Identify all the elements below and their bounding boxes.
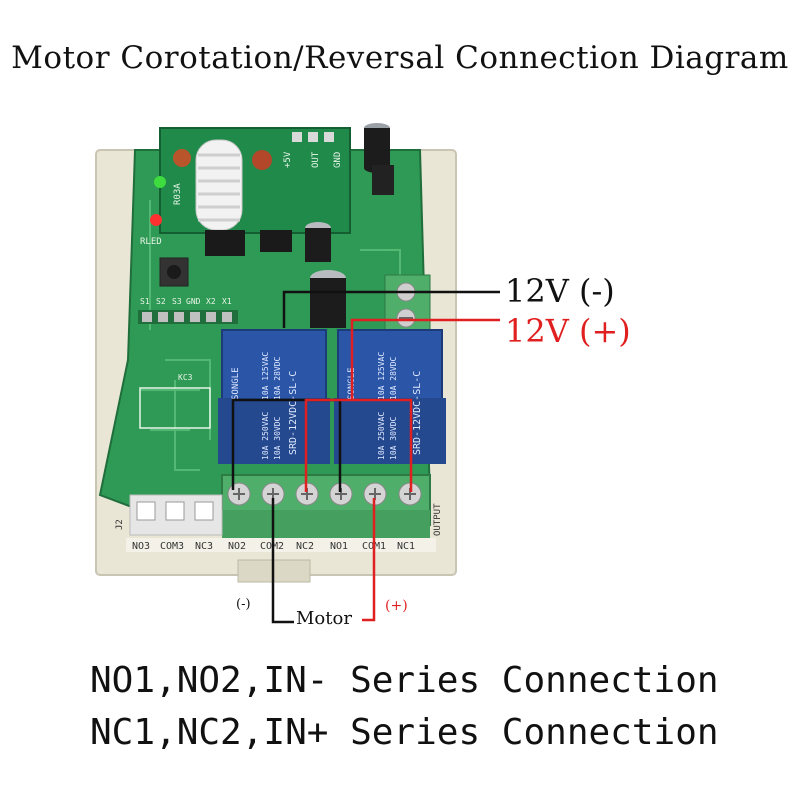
relay-2-rating3: 10A 250VAC	[261, 412, 270, 460]
antenna-coil	[195, 139, 243, 231]
relay-1-rating3: 10A 250VAC	[377, 412, 386, 460]
diagram-title: Motor Corotation/Reversal Connection Dia…	[11, 40, 789, 76]
header-pin-x2: X2	[206, 297, 216, 306]
ic-chip-2	[260, 230, 292, 252]
terminal-label-nc3: NC3	[195, 541, 213, 552]
motor-positive-label: (+)	[385, 598, 408, 614]
output-terminal-block	[221, 474, 431, 538]
motor-label: Motor	[296, 608, 352, 629]
wires-black	[231, 290, 500, 624]
terminal-label-nc1: NC1	[397, 541, 415, 552]
relay-1	[334, 329, 446, 464]
relay-2-rating1: 10A 125VAC	[261, 352, 270, 400]
terminal-label-com3: COM3	[160, 541, 184, 552]
relay-1-model: SRD-12VDC-SL-C	[412, 371, 423, 455]
kc3-label: KC3	[178, 373, 193, 382]
terminal-label-no3: NO3	[132, 541, 150, 552]
rf-chip	[252, 150, 272, 170]
module-pin-gnd: GND	[333, 152, 343, 168]
terminal-label-nc2: NC2	[296, 541, 314, 552]
led-green	[154, 176, 166, 188]
relay-1-rating4: 10A 30VDC	[389, 416, 398, 460]
footer-line-2: NC1,NC2,IN+ Series Connection	[90, 712, 719, 753]
relay-2-model: SRD-12VDC-SL-C	[288, 371, 299, 455]
module-name: R03A	[173, 183, 183, 205]
pin-header-row	[138, 310, 238, 324]
relay-1-rating2: 10A 28VDC	[389, 356, 398, 400]
terminal-label-no2: NO2	[228, 541, 246, 552]
led-red	[150, 214, 162, 226]
power-terminal-block	[384, 274, 431, 334]
output-label: OUTPUT	[433, 503, 443, 536]
header-pin-s1: S1	[140, 297, 150, 306]
push-button-cap	[167, 265, 181, 279]
module-pin-5v: +5V	[283, 151, 293, 168]
header-pin-s2: S2	[156, 297, 166, 306]
relay-2	[218, 329, 330, 464]
relay-2-brand: SONGLE	[231, 367, 241, 400]
power-negative-label: 12V (-)	[505, 272, 615, 310]
header-pin-gnd: GND	[186, 297, 201, 306]
module-pin-out: OUT	[311, 151, 321, 168]
footer-line-1: NO1,NO2,IN- Series Connection	[90, 660, 719, 701]
terminal-screw-slot-1	[233, 488, 245, 500]
relay-2-rating2: 10A 28VDC	[273, 356, 282, 400]
capacitor-mid	[305, 222, 331, 262]
rled-label: RLED	[140, 237, 162, 247]
aux-terminal-block	[129, 494, 223, 536]
terminal-screws	[227, 482, 422, 506]
motor-negative-label: (-)	[236, 597, 251, 612]
relay-1-rating1: 10A 125VAC	[377, 352, 386, 400]
regulator-chip	[372, 165, 394, 195]
terminal-label-no1: NO1	[330, 541, 348, 552]
wires-red	[304, 318, 500, 622]
ic-chip-1	[205, 230, 245, 256]
header-pin-x1: X1	[222, 297, 232, 306]
rf-module	[159, 127, 351, 234]
power-positive-label: 12V (+)	[505, 312, 631, 350]
inductor	[173, 149, 191, 167]
module-pin-header	[292, 132, 334, 142]
j2-label: J2	[115, 519, 125, 530]
header-pin-s3: S3	[172, 297, 182, 306]
capacitor-big	[310, 270, 346, 328]
terminal-label-strip	[126, 538, 436, 552]
relay3-outline	[139, 387, 211, 429]
relay-2-rating4: 10A 30VDC	[273, 416, 282, 460]
